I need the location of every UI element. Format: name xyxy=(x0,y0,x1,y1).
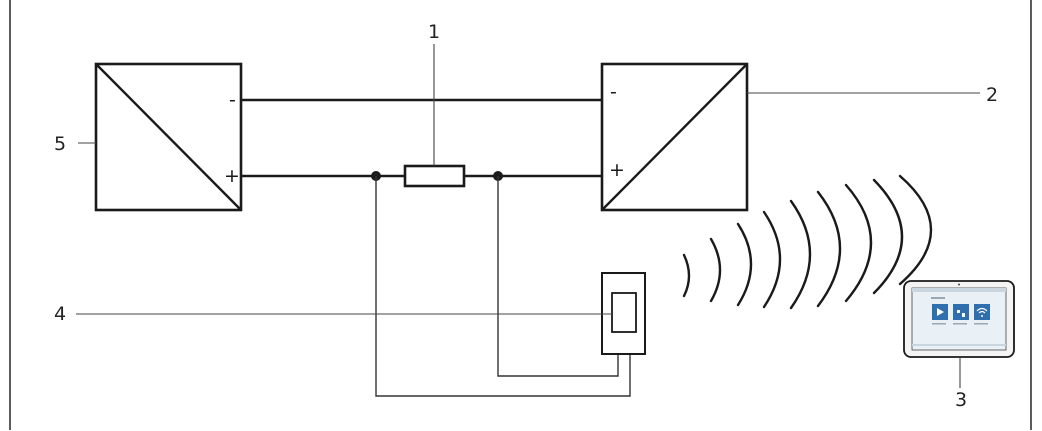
tablet-icon-caption-2 xyxy=(953,323,967,325)
transmitter-unit[interactable] xyxy=(600,62,749,212)
resistor[interactable] xyxy=(403,164,466,188)
transmitter-positive-sign: + xyxy=(609,159,625,181)
tablet-status-bar xyxy=(912,288,1006,292)
wave-arc-8 xyxy=(872,178,904,295)
wave-arc-7 xyxy=(844,183,873,303)
callout-5-label: 5 xyxy=(54,133,66,155)
wireless-signal xyxy=(682,174,933,310)
supply-diagonal xyxy=(95,63,242,211)
wave-arc-3 xyxy=(736,222,753,307)
tablet-icon-caption-1 xyxy=(932,323,946,325)
tap-wire-left xyxy=(375,176,631,397)
wave-arc-5 xyxy=(789,199,812,310)
transmitter-negative-sign: - xyxy=(610,81,617,103)
modem-window xyxy=(611,292,637,333)
device-icon[interactable] xyxy=(953,304,969,320)
supply-positive-sign: + xyxy=(224,165,240,187)
tap-wire-right xyxy=(497,176,619,377)
tablet-device[interactable] xyxy=(903,280,1015,358)
tablet-icon-caption-3 xyxy=(974,323,988,325)
callout-2-label: 2 xyxy=(986,84,998,106)
tablet-footer-bar xyxy=(912,344,1006,346)
power-supply-unit[interactable] xyxy=(94,62,243,212)
tablet-camera xyxy=(958,283,960,286)
wifi-icon[interactable] xyxy=(974,304,990,320)
callout-3-label: 3 xyxy=(955,389,967,411)
callout-4-label: 4 xyxy=(54,303,66,325)
wave-arc-1 xyxy=(682,253,691,298)
callout-1-label: 1 xyxy=(428,21,440,43)
wave-arc-6 xyxy=(816,190,842,308)
wave-arc-4 xyxy=(762,210,782,309)
transmitter-diagonal xyxy=(601,63,748,211)
supply-negative-sign: - xyxy=(229,89,236,111)
play-icon[interactable] xyxy=(932,304,948,320)
wave-arc-9 xyxy=(898,174,933,286)
frame-border xyxy=(9,0,1032,430)
tablet-menu-line xyxy=(931,297,945,299)
wave-arc-2 xyxy=(709,237,722,303)
